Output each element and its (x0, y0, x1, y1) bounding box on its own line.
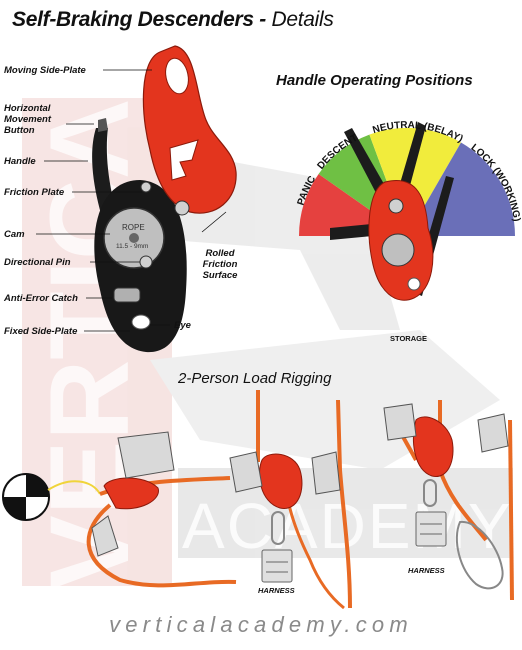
title-main: Self-Braking Descenders - (12, 8, 272, 31)
footer-website: verticalacademy.com (109, 612, 413, 637)
zone-neutral-shape (369, 127, 461, 236)
harness-label-right: HARNESS (408, 566, 445, 575)
label-horizontal-movement-button: Horizontal Movement Button (4, 103, 51, 136)
rigging-scene-left (2, 431, 237, 588)
label-moving-side-plate: Moving Side-Plate (4, 65, 86, 76)
label-eye: Eye (174, 320, 191, 331)
title-sub: Details (271, 8, 334, 31)
label-friction-plate: Friction Plate (4, 187, 65, 198)
anti-error-catch-shape (113, 287, 141, 303)
label-directional-pin: Directional Pin (4, 257, 71, 268)
label-cam: Cam (4, 229, 25, 240)
rigging-scene-right (383, 400, 514, 601)
rigging-title: 2-Person Load Rigging (178, 370, 332, 387)
part-leader-lines (36, 69, 227, 332)
storage-label: STORAGE (390, 334, 427, 343)
zone-lock-shape (407, 142, 515, 236)
label-handle: Handle (4, 156, 36, 167)
label-rolled-friction-surface: Rolled Friction Surface (202, 248, 238, 281)
cam-rope-mark: ROPE (122, 223, 145, 232)
cam-size-mark: 11.5 - 9mm (116, 243, 148, 250)
handle-positions-diagram (299, 122, 515, 301)
rigging-scene-middle (229, 390, 352, 610)
descender-device: ROPE 11.5 - 9mm (92, 45, 237, 353)
harness-label-middle: HARNESS (258, 586, 295, 595)
moving-side-plate-shape (142, 45, 237, 214)
page-title: Self-Braking Descenders - Details (12, 8, 334, 32)
label-anti-error-catch: Anti-Error Catch (4, 293, 78, 304)
label-fixed-side-plate: Fixed Side-Plate (4, 326, 78, 337)
handle-positions-title: Handle Operating Positions (276, 72, 473, 89)
